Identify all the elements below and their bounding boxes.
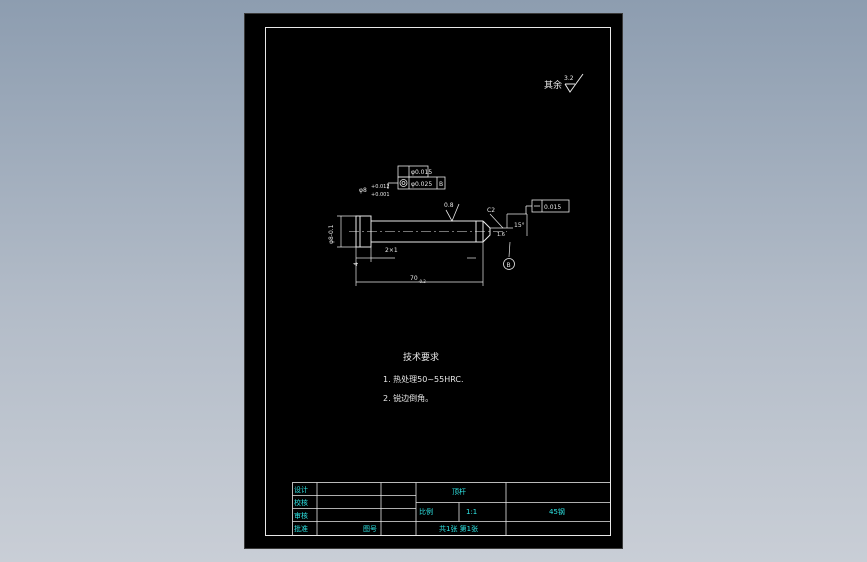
surface-finish-top: 0.8 xyxy=(444,202,454,209)
tb-row-design: 设计 xyxy=(294,485,308,494)
roughness-symbol-icon xyxy=(564,73,584,93)
tb-material: 45钢 xyxy=(549,507,565,516)
step-dims xyxy=(355,242,484,286)
surface-finish-side: 1.6 xyxy=(497,232,505,238)
note-2: 2. 锐边倒角。 xyxy=(383,393,433,403)
datum-balloon: B xyxy=(507,262,511,269)
diameter-tol-upper: +0.012 xyxy=(371,184,390,190)
concentricity-tol: φ0.015 xyxy=(411,169,432,176)
tb-part-name: 顶杆 xyxy=(452,487,466,496)
angle-dim: 15° xyxy=(514,222,525,229)
inner-frame xyxy=(265,27,611,536)
head-diameter-dim xyxy=(337,215,356,248)
notes-heading: 技术要求 xyxy=(403,351,439,363)
tb-scale-label: 比例 xyxy=(419,507,433,516)
note-1: 1. 热处理50~55HRC. xyxy=(383,374,464,384)
tolerance-frame-top xyxy=(387,165,446,190)
datum-ref: B xyxy=(439,181,443,188)
tb-drawing-no: 图号 xyxy=(363,525,377,533)
tip-leaders xyxy=(489,213,528,258)
tb-row-approve: 批准 xyxy=(294,524,308,533)
title-block xyxy=(292,482,611,536)
roughness-label: 其余 xyxy=(544,79,562,91)
roughness-value: 3.2 xyxy=(564,75,574,82)
runout-tol: 0.015 xyxy=(544,204,561,211)
cad-drawing: 其余 3.2 φ0.015 φ0.025 B φ8 +0.012 +0.001 xyxy=(265,27,611,536)
step-length: 2×1 xyxy=(385,247,398,254)
tb-sheet-info: 共1张 第1张 xyxy=(439,524,478,533)
drawing-sheet: 其余 3.2 φ0.015 φ0.025 B φ8 +0.012 +0.001 xyxy=(244,13,623,549)
tb-row-check: 校核 xyxy=(294,498,308,507)
runout-frame xyxy=(525,199,570,214)
concentricity-tol2: φ0.025 xyxy=(411,181,432,188)
diameter-main: φ8 xyxy=(359,187,367,194)
chamfer-dim: C2 xyxy=(487,207,495,214)
datum-balloon-icon xyxy=(503,258,515,270)
total-length-tol: -0.2 xyxy=(418,279,426,284)
tb-scale-value: 1:1 xyxy=(466,508,477,516)
surface-finish-icon xyxy=(445,203,460,222)
diameter-tol-lower: +0.001 xyxy=(371,192,390,198)
total-length: 70 xyxy=(410,275,418,282)
tb-row-review: 审核 xyxy=(294,511,308,520)
head-diameter: φ8-0.1 xyxy=(328,224,335,244)
head-length: 4 xyxy=(353,262,360,266)
